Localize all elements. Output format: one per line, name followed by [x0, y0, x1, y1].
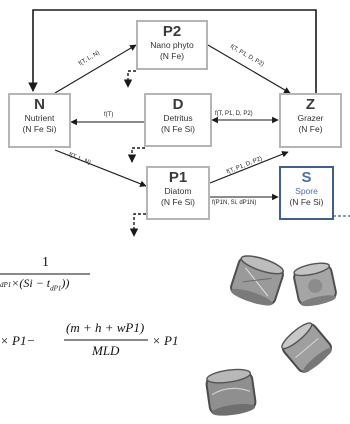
eq1-denominator-end: ))	[61, 276, 70, 290]
node-p1-diatom: P1 Diatom (N Fe Si)	[146, 166, 210, 220]
eq1-denominator-sub: dP1	[50, 284, 62, 293]
node-d-detritus: D Detritus (N Fe Si)	[144, 93, 212, 147]
diatom-spore-micrograph-3	[281, 322, 333, 373]
diatom-spore-micrograph-2	[293, 262, 337, 307]
node-z-name: Grazer	[297, 113, 324, 123]
p2-to-z-arrow	[207, 44, 291, 94]
node-p2-elements: (N Fe)	[159, 51, 185, 61]
eq1-denominator-main: ×(Si − t	[11, 276, 51, 290]
diatom-spore-micrograph-4	[205, 368, 257, 416]
node-d-name: Detritus	[163, 113, 193, 123]
diatom-spore-micrograph-1	[230, 255, 285, 306]
eq2-numerator: (m + h + wP1)	[66, 320, 145, 335]
node-s-elements: (N Fe Si)	[289, 197, 324, 207]
p1-sinking-arrow	[129, 213, 146, 237]
eq2-left-term: × P1−	[0, 333, 36, 348]
p2-sinking-arrow	[123, 70, 136, 88]
node-n-elements: (N Fe Si)	[22, 124, 57, 134]
node-p2-nano-phyto: P2 Nano phyto (N Fe)	[136, 20, 208, 70]
node-n-id: N	[34, 96, 45, 113]
edge-label-d-to-n: f(T)	[104, 112, 114, 118]
node-d-id: D	[172, 96, 184, 113]
node-n-name: Nutrient	[24, 113, 55, 123]
n-to-p1-arrow	[54, 149, 147, 187]
d-sinking-arrow	[127, 147, 145, 163]
node-n-nutrient: N Nutrient (N Fe Si)	[8, 93, 71, 148]
node-p1-elements: (N Fe Si)	[161, 197, 195, 207]
eq1-denominator-prefix: dP1	[0, 281, 12, 289]
eq1-numerator: 1	[42, 255, 49, 270]
node-p2-id: P2	[162, 23, 182, 40]
eq1-denominator: dP1×(Si − tdP1))	[0, 276, 69, 292]
edge-label-p1-to-s: f(P1N, Si, dP1N)	[212, 200, 257, 206]
z-to-n-loop-arrow	[28, 9, 317, 126]
node-z-grazer: Z Grazer (N Fe)	[279, 93, 342, 148]
node-p1-id: P1	[168, 169, 188, 186]
node-s-name: Spore	[295, 186, 318, 196]
p1-to-z-arrow	[209, 151, 289, 184]
node-p2-name: Nano phyto	[150, 40, 194, 50]
n-to-p2-arrow	[54, 44, 137, 94]
node-z-elements: (N Fe)	[298, 124, 323, 134]
node-s-id: S	[301, 169, 312, 186]
node-s-spore: S Spore (N Fe Si)	[279, 166, 334, 220]
eq2-right-term: × P1	[152, 333, 179, 348]
edge-label-d-to-z: f(T, P1, D, P2)	[215, 111, 253, 117]
eq2-denominator: MLD	[92, 343, 120, 358]
node-z-id: Z	[305, 96, 316, 113]
node-p1-name: Diatom	[164, 186, 192, 196]
node-d-elements: (N Fe Si)	[161, 124, 195, 134]
